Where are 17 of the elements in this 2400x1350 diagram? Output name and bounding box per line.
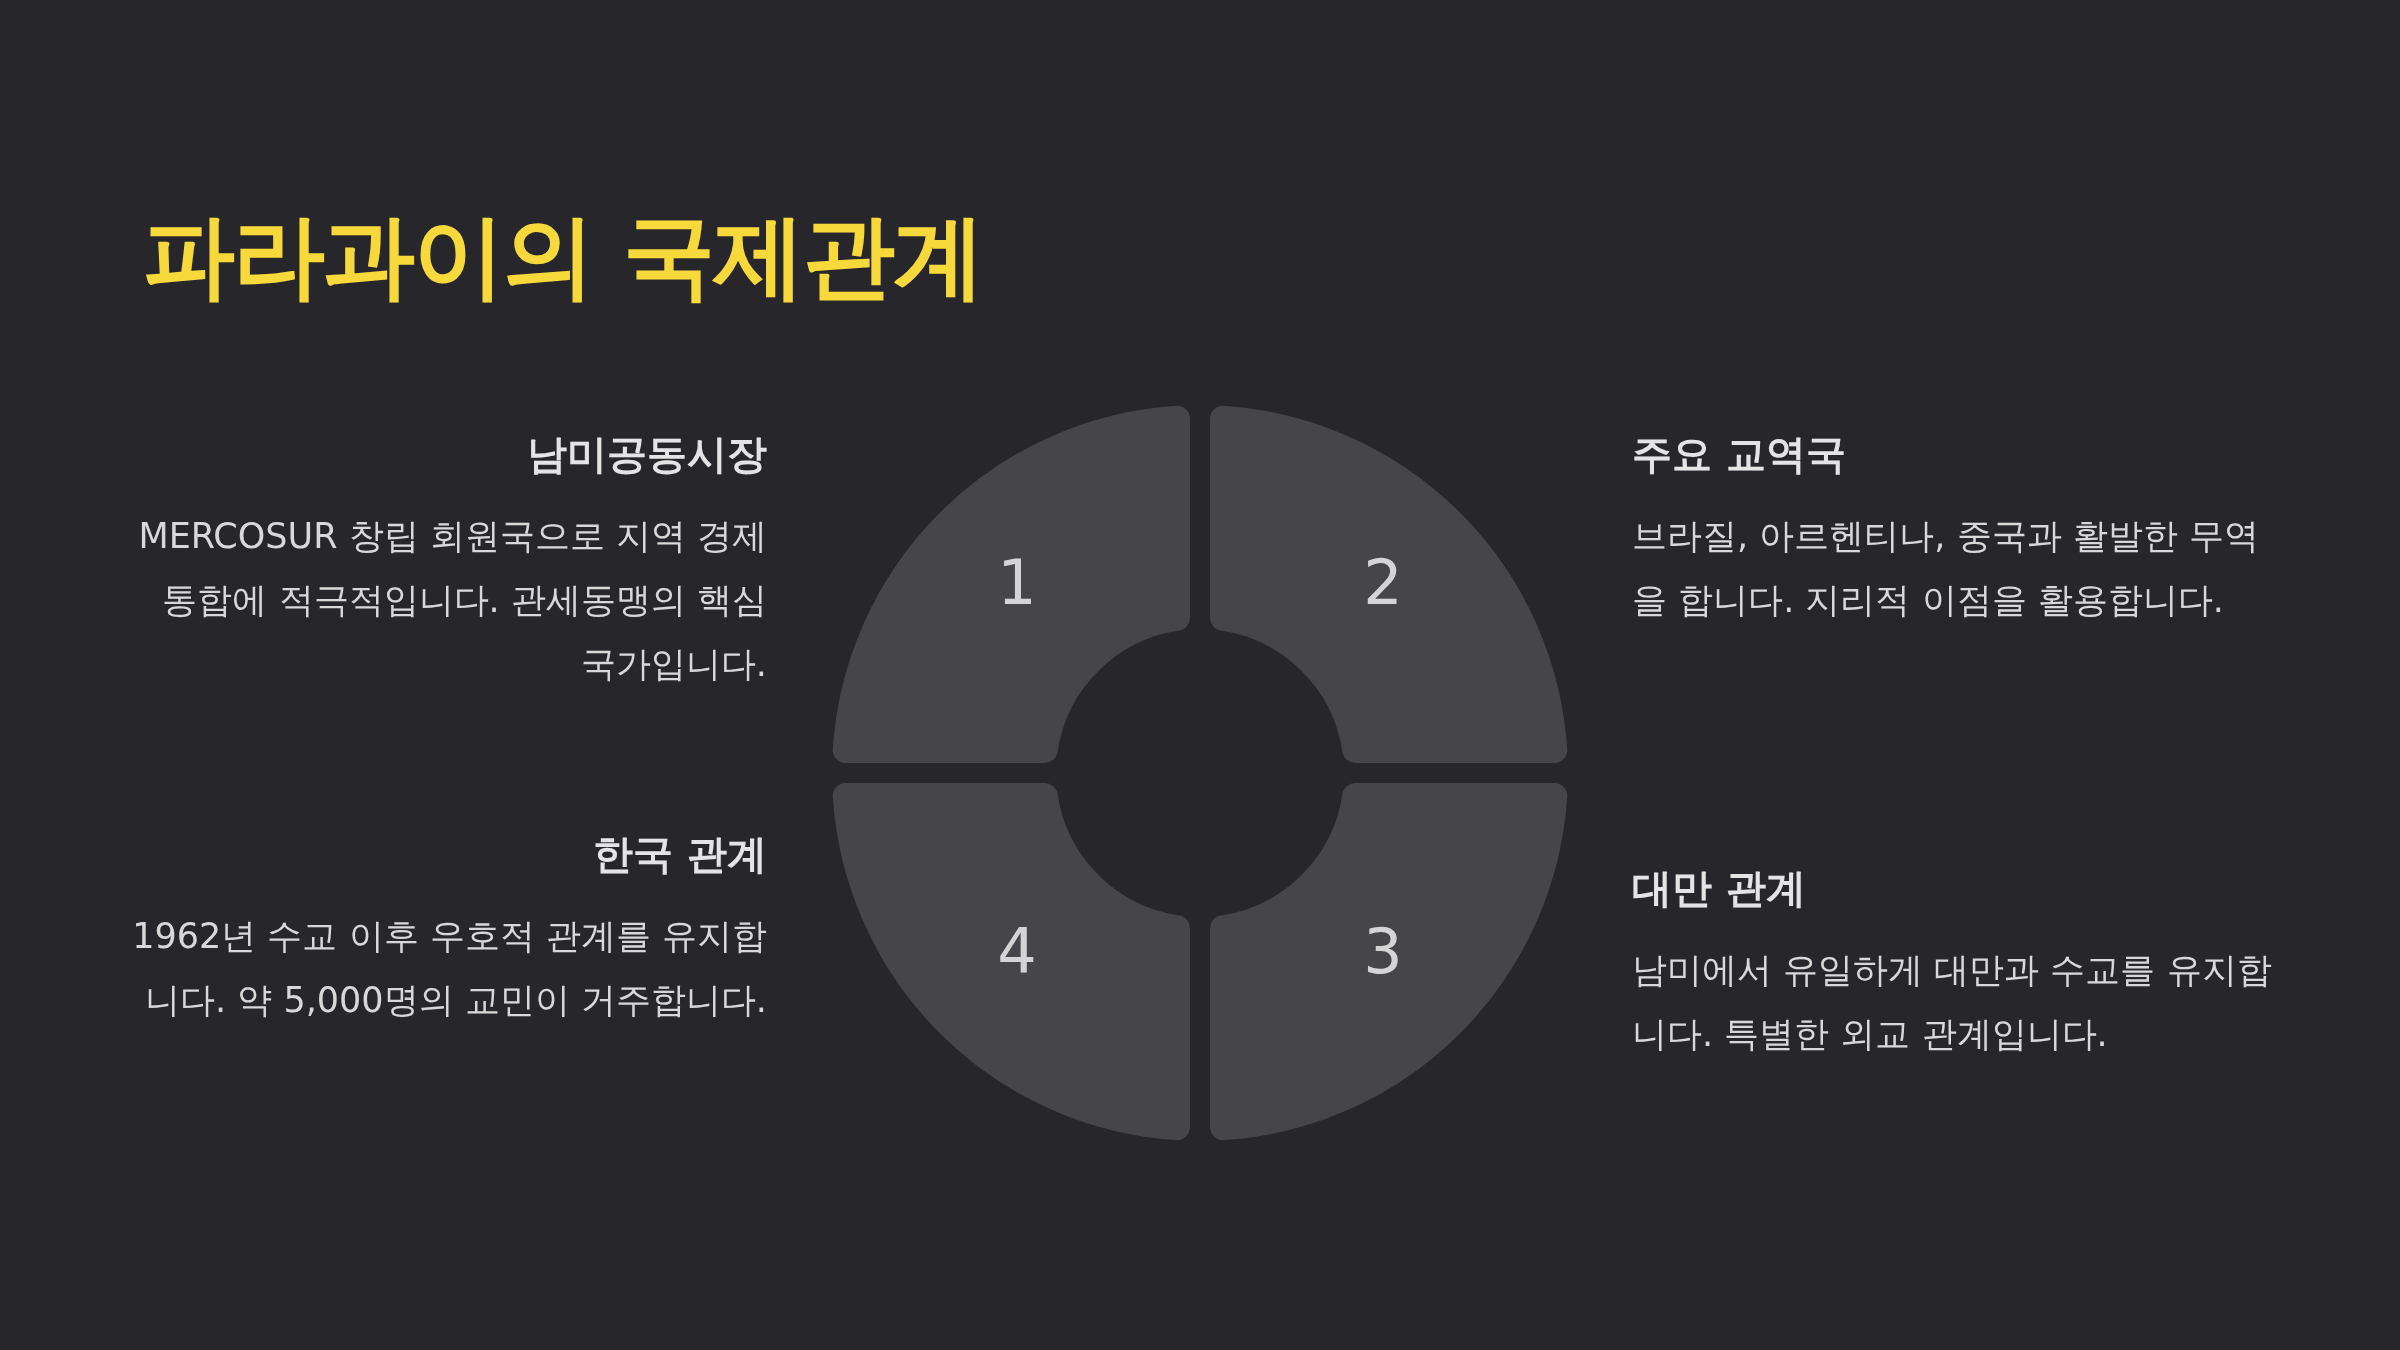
description-text: 남미에서 유일하게 대만과 수교를 유지합니다. 특별한 외교 관계입니다. (1632, 949, 2272, 1056)
step-number: 3 (1363, 921, 1403, 983)
section-heading: 남미공동시장 (526, 430, 767, 478)
description-text: MERCOSUR 창립 회원국으로 지역 경제 통합에 적극적입니다. 관세동맹의 핵심 국가입니다. (137, 515, 767, 686)
description-text: 1962년 수교 이후 우호적 관계를 유지합니다. 약 5,000명의 교민이 거주합니다. (131, 915, 767, 1022)
quadrant-shape (831, 404, 1191, 764)
step-number: 1 (997, 552, 1037, 614)
section-heading: 한국 관계 (592, 830, 767, 878)
step-number: 2 (1363, 552, 1403, 614)
description-text: 브라질, 아르헨티나, 중국과 활발한 무역을 합니다. 지리적 이점을 활용합니다. (1632, 515, 2260, 622)
section-heading: 대만 관계 (1632, 864, 1807, 912)
quadrant-shape (831, 782, 1191, 1142)
quadrant-shape (1209, 782, 1569, 1142)
quadrant-shape (1209, 404, 1569, 764)
section-heading: 주요 교역국 (1632, 430, 1847, 478)
title: 파라과이의 국제관계 (143, 202, 984, 312)
step-number: 4 (997, 921, 1037, 983)
